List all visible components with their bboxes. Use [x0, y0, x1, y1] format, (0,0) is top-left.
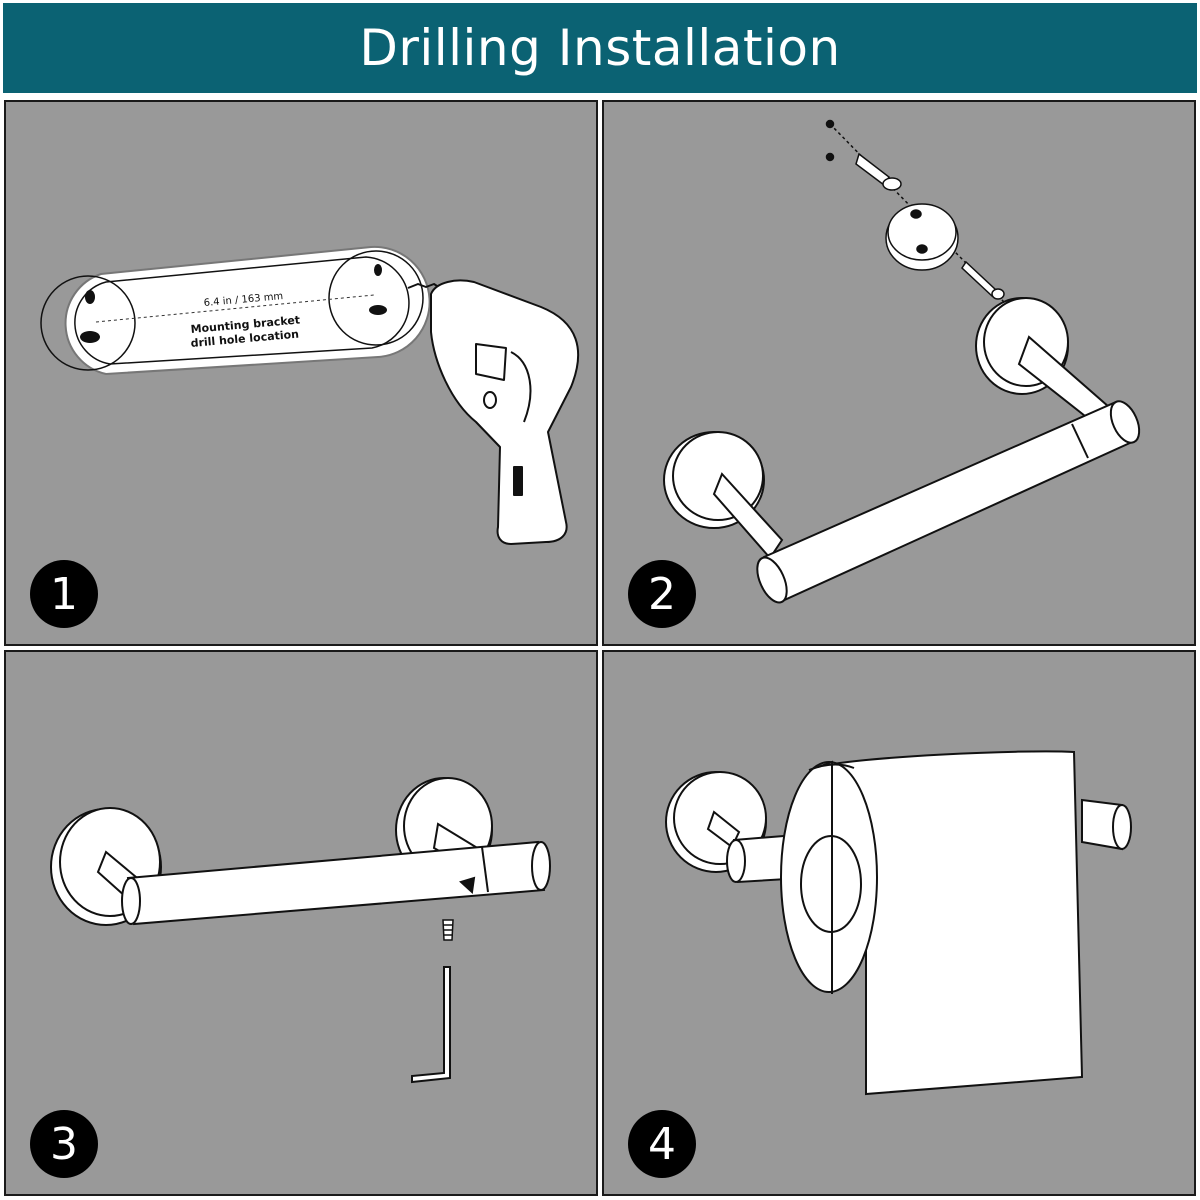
screw-icon: [961, 260, 1005, 300]
step-3-badge: 3: [30, 1110, 98, 1178]
step-2-illustration: [663, 119, 1141, 604]
step-4-badge: 4: [628, 1110, 696, 1178]
set-screw-icon: [442, 919, 454, 941]
mounting-bracket-icon: [885, 203, 959, 271]
step-1-badge: 1: [30, 560, 98, 628]
step-3-illustration: [50, 777, 551, 1084]
step-1-illustration: 6.4 in / 163 mm Mounting bracket drill h…: [40, 245, 580, 545]
step-2-badge: 2: [628, 560, 696, 628]
step-4-panel: 4: [602, 650, 1196, 1196]
drill-icon: [407, 279, 580, 545]
wall-anchor-icon: [825, 119, 1005, 303]
step-3-panel: 3: [4, 650, 598, 1196]
step-4-illustration: [665, 750, 1132, 1096]
step-1-panel: 6.4 in / 163 mm Mounting bracket drill h…: [4, 100, 598, 646]
allen-key-icon: [411, 966, 451, 1084]
toilet-paper-holder-icon: [663, 297, 1141, 604]
step-2-panel: 2: [602, 100, 1196, 646]
toilet-paper-holder-icon: [50, 777, 551, 926]
drill-template-card: 6.4 in / 163 mm Mounting bracket drill h…: [40, 245, 431, 376]
page-title: Drilling Installation: [359, 19, 841, 77]
header-bar: Drilling Installation: [3, 3, 1197, 93]
toilet-paper-roll-icon: [780, 750, 1084, 1096]
